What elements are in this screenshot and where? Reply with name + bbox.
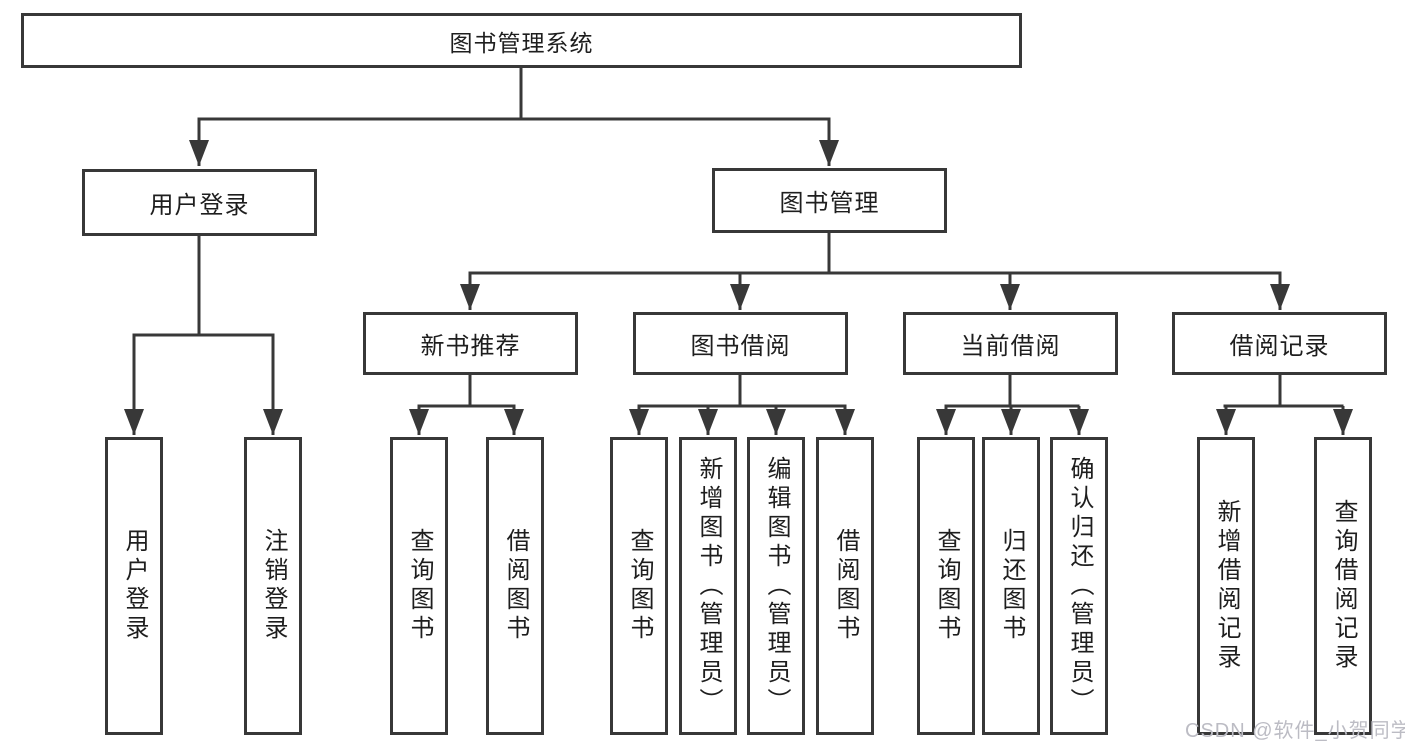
leaf-label: 查询图书 <box>626 528 653 644</box>
leaf-label: 查询借阅记录 <box>1330 499 1357 673</box>
leaf-borrow-books-borrowing: 借阅图书 <box>816 437 874 735</box>
leaf-query-books-current: 查询图书 <box>917 437 975 735</box>
leaf-label: 用户登录 <box>121 528 148 644</box>
leaf-label: 借阅图书 <box>502 528 529 644</box>
leaf-add-borrow-record: 新增借阅记录 <box>1197 437 1255 735</box>
node-current-borrowing: 当前借阅 <box>903 312 1118 375</box>
node-borrowing-records: 借阅记录 <box>1172 312 1387 375</box>
node-user-login: 用户登录 <box>82 169 317 236</box>
leaf-borrow-books-recommend: 借阅图书 <box>486 437 544 735</box>
leaf-label: 归还图书 <box>998 528 1025 644</box>
node-book-borrowing: 图书借阅 <box>633 312 848 375</box>
leaf-confirm-return-admin: 确认归还（管理员） <box>1050 437 1108 735</box>
leaf-label: 编辑图书（管理员） <box>763 455 790 717</box>
leaf-label: 查询图书 <box>406 528 433 644</box>
leaf-user-login: 用户登录 <box>105 437 163 735</box>
node-new-book-recommendation: 新书推荐 <box>363 312 578 375</box>
leaf-query-books-borrowing: 查询图书 <box>610 437 668 735</box>
node-root-library-system: 图书管理系统 <box>21 13 1022 68</box>
leaf-label: 新增借阅记录 <box>1213 499 1240 673</box>
leaf-logout: 注销登录 <box>244 437 302 735</box>
leaf-label: 新增图书（管理员） <box>695 455 722 717</box>
leaf-label: 借阅图书 <box>832 528 859 644</box>
node-book-management: 图书管理 <box>712 168 947 233</box>
leaf-return-book: 归还图书 <box>982 437 1040 735</box>
leaf-label: 注销登录 <box>260 528 287 644</box>
leaf-query-borrow-record: 查询借阅记录 <box>1314 437 1372 735</box>
leaf-label: 查询图书 <box>933 528 960 644</box>
leaf-add-book-admin: 新增图书（管理员） <box>679 437 737 735</box>
leaf-query-books-recommend: 查询图书 <box>390 437 448 735</box>
leaf-label: 确认归还（管理员） <box>1066 455 1093 717</box>
csdn-watermark: CSDN @软件_小贺同学 <box>1185 720 1405 742</box>
leaf-edit-book-admin: 编辑图书（管理员） <box>747 437 805 735</box>
